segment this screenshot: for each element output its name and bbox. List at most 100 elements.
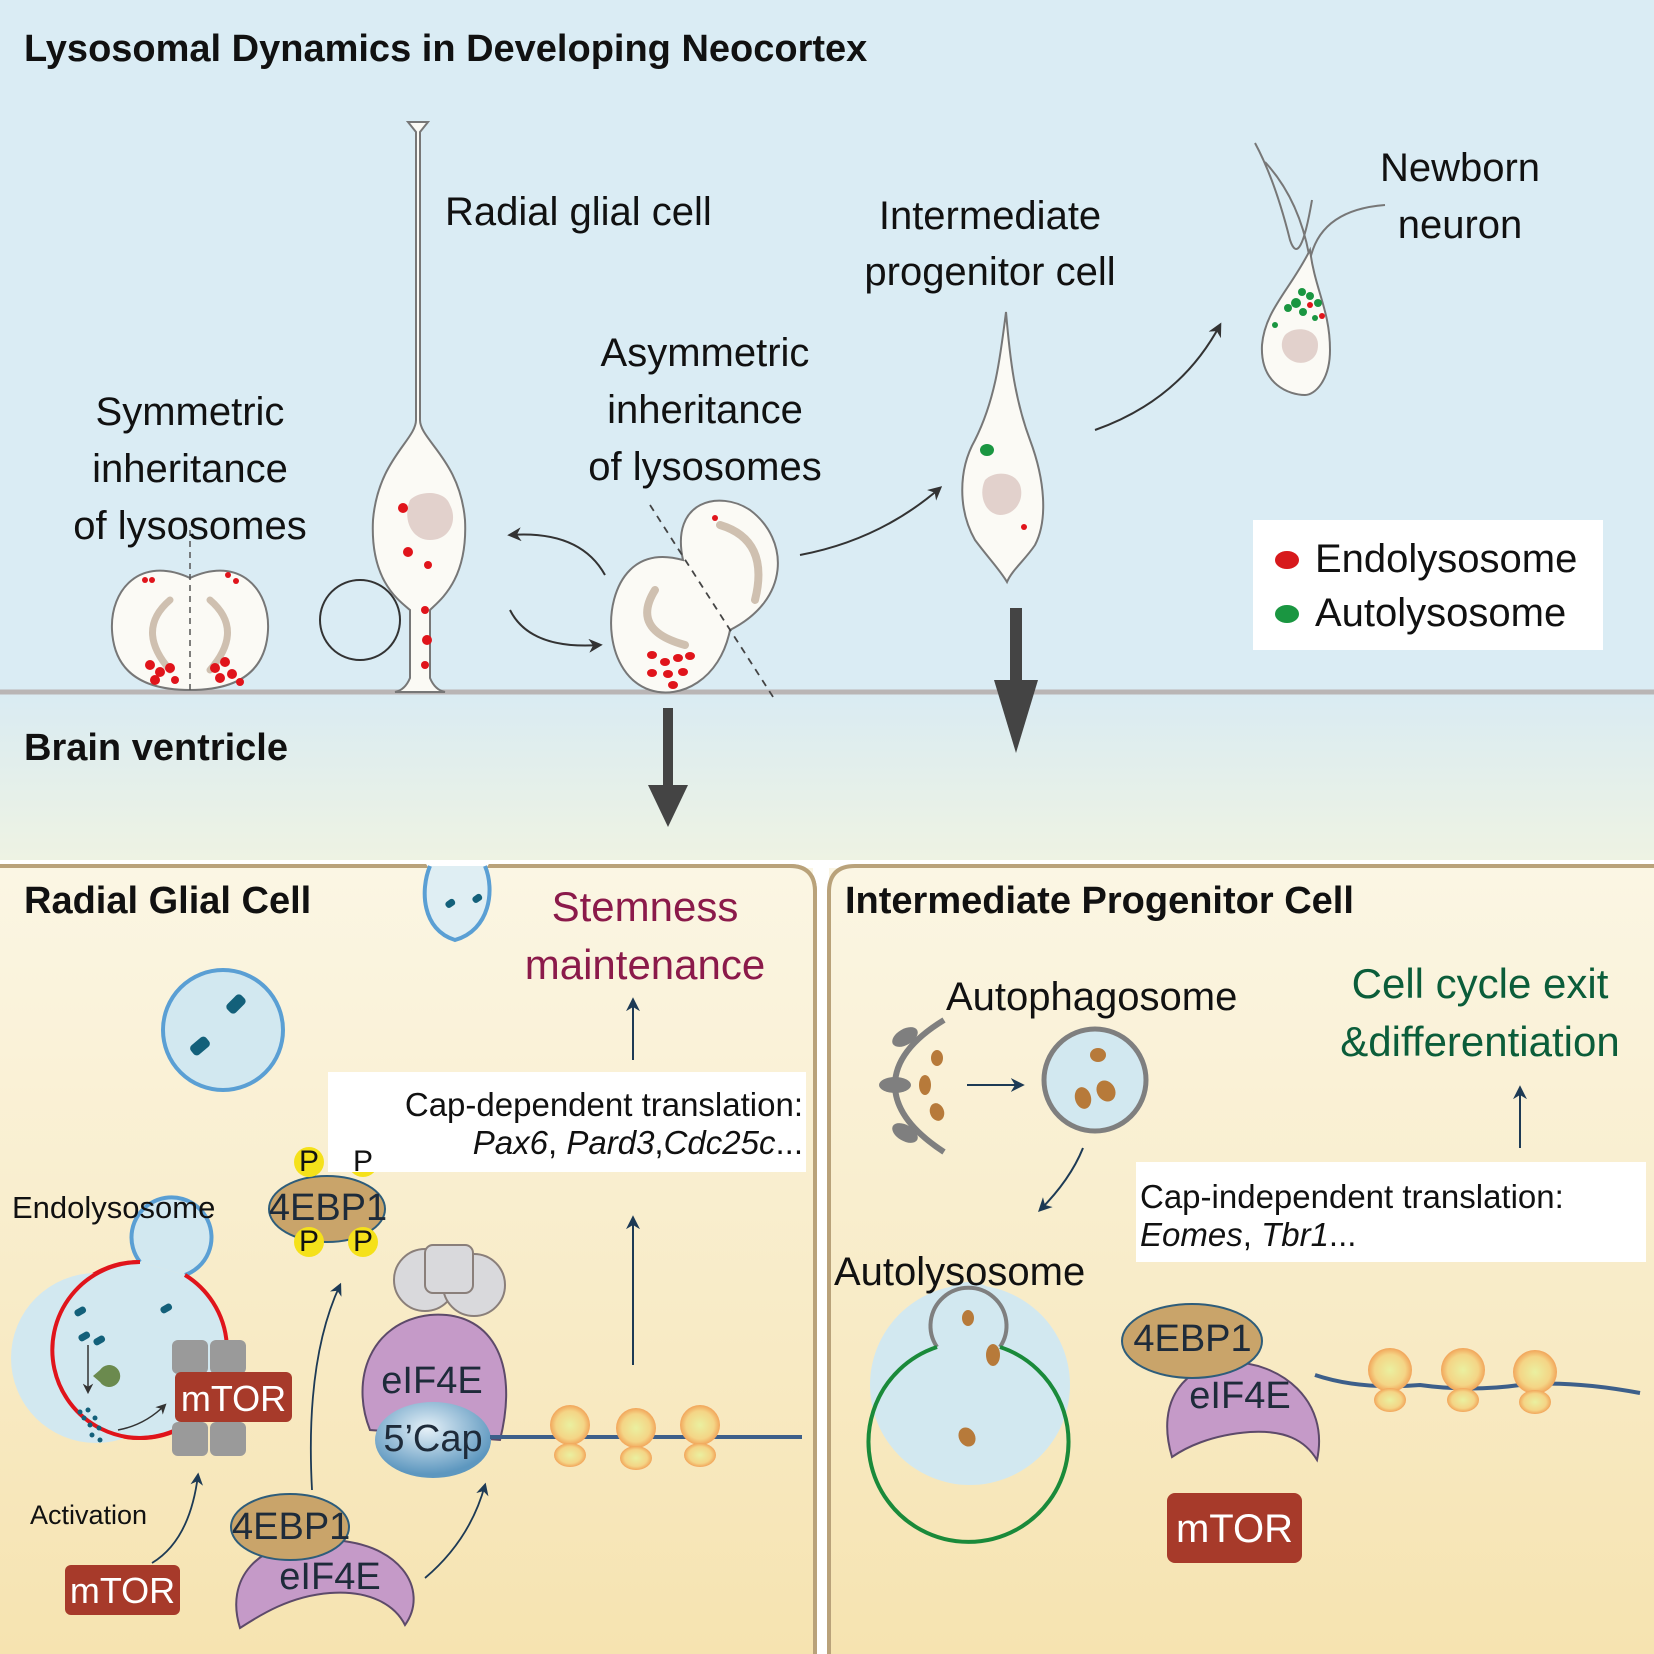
endolysosome-legend-swatch xyxy=(1275,551,1299,569)
symmetric-line2: inheritance xyxy=(92,447,288,491)
genes-ellipsis-right: ... xyxy=(1328,1216,1357,1253)
self-renewal-arrow xyxy=(319,579,401,661)
endosome-vesicle xyxy=(161,968,285,1092)
eif4g-complex xyxy=(393,1244,506,1317)
phospho-4ebp1-label: 4EBP1 xyxy=(268,1187,388,1229)
ipc-label-line1: Intermediate xyxy=(878,194,1102,238)
genes-ellipsis: ... xyxy=(775,1124,803,1161)
cap-dependent-box xyxy=(328,1072,806,1172)
symmetric-inheritance-label: Symmetric inheritance of lysosomes xyxy=(40,384,340,555)
down-arrow-to-rgc-panel xyxy=(648,708,688,827)
eif4e-bound-right xyxy=(1166,1360,1320,1463)
brain-ventricle-label: Brain ventricle xyxy=(24,727,288,769)
symmetric-line3: of lysosomes xyxy=(73,504,307,548)
asymmetric-line2: inheritance xyxy=(607,388,803,432)
ipc-panel-title: Intermediate Progenitor Cell xyxy=(845,880,1354,922)
asymmetric-line3: of lysosomes xyxy=(588,445,822,489)
intermediate-progenitor-cell xyxy=(961,311,1045,585)
arrow-to-autolysosome xyxy=(1038,1147,1084,1212)
phagophore xyxy=(879,1017,946,1155)
eif4e-bound-left-label: eIF4E xyxy=(279,1556,381,1598)
legend-endolysosome-label: Endolysosome xyxy=(1315,537,1578,581)
mtor-inactive-box xyxy=(1167,1493,1302,1563)
symmetric-line1: Symmetric xyxy=(95,390,285,434)
symmetric-dividing-cell xyxy=(110,530,270,692)
cap-independent-translation-text: Cap-independent translation: Eomes, Tbr1… xyxy=(1140,1178,1564,1254)
rgc-panel-title: Radial Glial Cell xyxy=(24,880,312,922)
mtor-active-label: mTOR xyxy=(180,1378,287,1419)
autophagosome xyxy=(1041,1026,1149,1134)
radial-glial-cell xyxy=(371,121,467,693)
arrow-phosphorylation xyxy=(309,1282,342,1491)
cap-dependent-translation-text: Cap-dependent translation: Pax6, Pard3,C… xyxy=(328,1086,803,1162)
gene-pard3: Pard3 xyxy=(566,1124,655,1161)
asymmetric-dividing-cell xyxy=(610,499,779,701)
eif4e-right-label: eIF4E xyxy=(1189,1375,1291,1417)
cap-independent-box xyxy=(1136,1162,1646,1262)
arrow-asym-to-ipc xyxy=(799,486,943,556)
right-panel-border xyxy=(827,864,1654,1654)
mtor-free-box xyxy=(65,1565,180,1615)
eif4e-bound-left xyxy=(235,1538,415,1630)
autophagosome-label: Autophagosome xyxy=(946,975,1238,1019)
arrow-rgc-to-asym xyxy=(509,609,603,653)
4ebp1-bound-left xyxy=(230,1493,350,1561)
p-label-3: P xyxy=(299,1225,320,1258)
gene-cdc25c: Cdc25c xyxy=(663,1124,776,1161)
gene-tbr1: Tbr1 xyxy=(1261,1216,1329,1253)
down-arrow-to-ipc-panel xyxy=(994,608,1038,753)
4ebp1-right-label: 4EBP1 xyxy=(1133,1318,1252,1360)
neuron-label-line2: neuron xyxy=(1397,203,1523,247)
stemness-line2: maintenance xyxy=(524,941,766,988)
arrow-ipc-to-neuron xyxy=(1094,322,1222,431)
arrow-asym-to-rgc xyxy=(507,527,606,576)
five-prime-cap-label: 5’Cap xyxy=(383,1418,483,1460)
autolysosome xyxy=(866,1282,1071,1544)
radial-glial-cell-label: Radial glial cell xyxy=(445,190,712,234)
ipc-label-line2: progenitor cell xyxy=(864,250,1116,294)
cap-independent-line1: Cap-independent translation: xyxy=(1140,1178,1564,1215)
p-label-1: P xyxy=(299,1145,320,1178)
gene-pax6: Pax6 xyxy=(472,1124,549,1161)
4ebp1-bound-right xyxy=(1121,1303,1263,1379)
legend-autolysosome-label: Autolysosome xyxy=(1315,591,1567,635)
4ebp1-bound-left-label: 4EBP1 xyxy=(232,1506,351,1548)
budding-vesicle-top xyxy=(422,865,492,943)
activation-arrow xyxy=(151,1472,204,1564)
diagram-title: Lysosomal Dynamics in Developing Neocort… xyxy=(24,28,868,70)
legend-box xyxy=(1253,520,1603,650)
newborn-neuron xyxy=(1254,142,1386,397)
gene-eomes: Eomes xyxy=(1140,1216,1243,1253)
cap-dependent-genes: Pax6, Pard3,Cdc25c... xyxy=(472,1124,803,1161)
endolysosome-label: Endolysosome xyxy=(12,1190,216,1225)
ventricle-background xyxy=(0,690,1654,860)
autolysosome-legend-swatch xyxy=(1275,605,1299,623)
cell-cycle-line2: &differentiation xyxy=(1340,1018,1620,1065)
asymmetric-inheritance-label: Asymmetric inheritance of lysosomes xyxy=(555,325,855,496)
stemness-line1: Stemness xyxy=(551,883,739,930)
eif4e-cap-label: eIF4E xyxy=(381,1360,483,1402)
neuron-label-line1: Newborn xyxy=(1379,146,1541,190)
p-label-4: P xyxy=(353,1225,374,1258)
arrow-eif4e-release xyxy=(424,1482,489,1579)
ribosomes-left xyxy=(550,1405,720,1470)
ribosomes-right xyxy=(1368,1348,1557,1414)
activation-label: Activation xyxy=(30,1500,148,1530)
five-prime-cap xyxy=(375,1402,491,1478)
mtor-free-label: mTOR xyxy=(69,1570,176,1611)
autolysosome-label: Autolysosome xyxy=(834,1250,1086,1294)
cell-cycle-line1: Cell cycle exit xyxy=(1351,960,1609,1007)
asymmetric-line1: Asymmetric xyxy=(600,331,810,375)
newborn-neuron-label: Newborn neuron xyxy=(1360,140,1560,254)
mtor-active-box xyxy=(175,1372,292,1422)
stemness-maintenance-label: Stemness maintenance xyxy=(510,878,780,994)
eif4e-cap-bound xyxy=(361,1313,508,1442)
cell-cycle-exit-label: Cell cycle exit &differentiation xyxy=(1315,955,1645,1071)
endolysosome-organelle xyxy=(11,1195,229,1443)
cap-dependent-line1: Cap-dependent translation: xyxy=(404,1086,803,1123)
left-panel-top-border-b xyxy=(490,864,817,1654)
intermediate-progenitor-label: Intermediate progenitor cell xyxy=(840,188,1140,300)
cap-independent-genes: Eomes, Tbr1... xyxy=(1140,1216,1357,1253)
mtor-complex xyxy=(172,1340,292,1456)
